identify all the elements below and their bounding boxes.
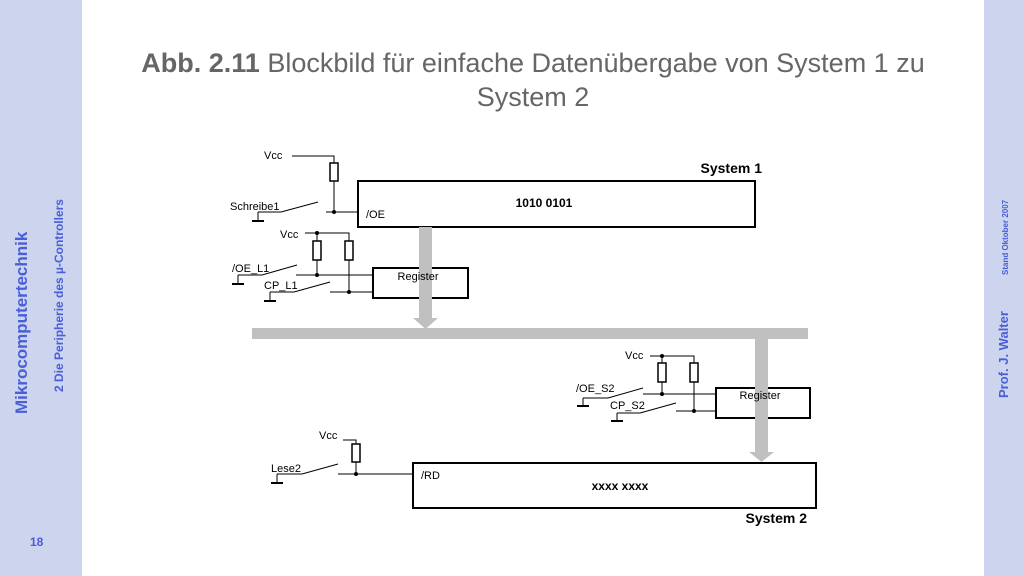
system1-box [357, 180, 756, 228]
oe-l1-label: /OE_L1 [232, 263, 269, 275]
vcc2-resistor-b [344, 240, 354, 261]
system1-pin: /OE [366, 209, 385, 221]
schreibe1-switch [280, 201, 319, 213]
bus-arrow1-head [413, 318, 438, 329]
bus-arrow2-head [749, 452, 774, 462]
vcc1-label: Vcc [264, 150, 283, 162]
cp-s2-label: CP_S2 [610, 400, 645, 412]
vcc4-label: Vcc [319, 430, 338, 442]
cp-s2-switch [639, 402, 677, 414]
figure-caption: Blockbild für einfache Datenübergabe von… [259, 48, 925, 112]
register1-label: Register [398, 271, 439, 283]
lese2-switch [301, 463, 339, 475]
oe-l1-switch [261, 264, 298, 276]
page-number: 18 [30, 535, 44, 549]
right-sidebar [984, 0, 1024, 576]
figure-number: Abb. 2.11 [141, 48, 260, 78]
cp-l1-switch [293, 281, 331, 293]
vcc3-label: Vcc [625, 350, 644, 362]
register2-label: Register [740, 390, 781, 402]
schreibe1-label: Schreibe1 [230, 201, 280, 213]
vcc1-wire [292, 155, 335, 163]
system2-pin: /RD [421, 470, 440, 482]
vcc1-resistor [329, 162, 339, 182]
vcc3-resistor-a [657, 362, 667, 383]
data-bus [252, 328, 808, 339]
vcc2-label: Vcc [280, 229, 299, 241]
vcc4-resistor [351, 443, 361, 463]
vcc3-resistor-b [689, 362, 699, 383]
system2-box [412, 462, 817, 509]
slide-title: Abb. 2.11 Blockbild für einfache Datenüb… [120, 46, 946, 114]
system1-label: System 1 [701, 160, 763, 176]
vcc2-resistor-a [312, 240, 322, 261]
bus-arrow2-shaft [755, 339, 768, 452]
system2-label: System 2 [746, 510, 808, 526]
oe-s2-label: /OE_S2 [576, 383, 615, 395]
lese2-label: Lese2 [271, 463, 301, 475]
bus-arrow1-shaft [419, 227, 432, 318]
system1-value: 1010 0101 [516, 196, 573, 210]
oe-s2-switch [607, 387, 644, 399]
cp-l1-label: CP_L1 [264, 280, 298, 292]
vcc2-wire [305, 232, 350, 241]
vcc3-wire [650, 355, 695, 363]
vcc4-wire [343, 439, 357, 444]
system2-value: xxxx xxxx [592, 479, 649, 493]
left-sidebar [0, 0, 82, 576]
